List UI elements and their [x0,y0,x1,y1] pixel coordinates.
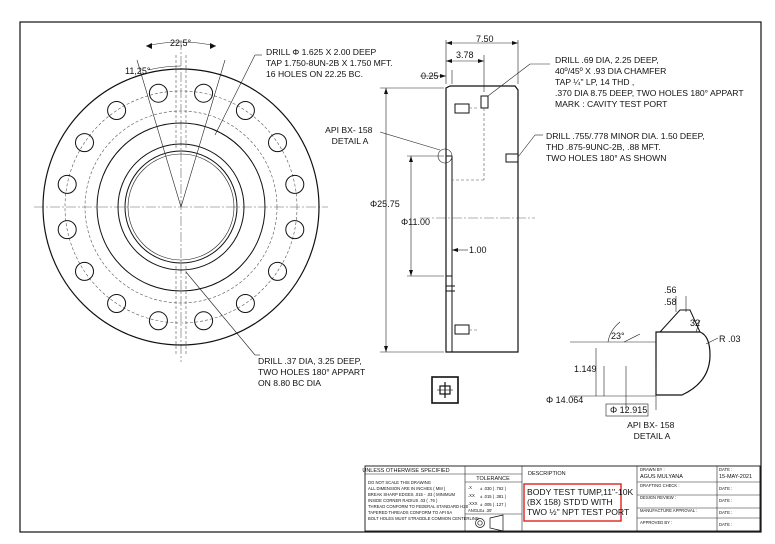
date-label: DATE : [719,467,732,472]
test-port-circle [84,110,278,304]
dim-width-7-50: 7.50 [476,34,494,44]
date-label-5: DATE : [719,522,732,527]
description-label: DESCRIPTION [528,471,566,477]
date-label-2: DATE : [719,486,732,491]
dim-32-deg: 32 [690,318,700,328]
bolt-circle [64,90,298,324]
dim-r-03: R .03 [719,334,741,344]
bolt-hole [107,294,127,313]
dim-3-78: 3.78 [456,50,474,60]
bolt-hole [75,261,94,281]
unless-specified-header: UNLESS OTHERWISE SPECIFIED [362,468,449,474]
bolt-hole [148,83,168,103]
bolt-hole [57,174,77,194]
test-port-note: DRILL .69 DIA, 2.25 DEEP, 40º/45º X .93 … [555,55,746,109]
projection-symbol-small [475,514,504,532]
bolt-hole [75,133,94,153]
bolt-hole [285,174,305,194]
date-label-4: DATE : [719,510,732,515]
bore-outer [124,150,238,264]
bolt-hole-note: DRILL Φ 1.625 X 2.00 DEEP TAP 1.750-8UN-… [266,47,395,79]
title-block: UNLESS OTHERWISE SPECIFIED TOLERANCE DO … [362,465,761,532]
dim-id-11-00: Φ11.00 [401,217,430,227]
detail-a-caption: API BX- 158 DETAIL A [627,420,677,441]
projection-symbol [431,376,459,404]
sheet-border [19,21,762,533]
description-box [523,483,622,522]
dim-12-915: Φ 12.915 [610,405,647,415]
drafting-check-label: DRAFTING CHECK : [640,483,680,488]
dim-23-deg: 23° [611,331,625,341]
bolt-hole [57,220,77,240]
front-view: 22,5° 11,25° DRILL Φ 1.625 X 2.00 DEEP T… [34,38,395,388]
side-view: 7.50 3.78 0.25 Φ25.75 Φ11.00 1.00 API BX… [325,34,746,353]
hub-circle [96,122,266,292]
detail-a-reference: API BX- 158 DETAIL A [325,125,375,146]
dim-od-25-75: Φ25.75 [370,199,400,209]
flange-outer-circle [42,68,320,346]
bolt-hole [235,294,255,313]
dim-0-25: 0.25 [421,71,439,81]
tolerance-header: TOLERANCE [476,476,510,482]
bolt-hole [148,311,168,331]
bolt-hole [194,83,214,103]
bolt-hole [285,220,305,240]
bolt-hole [235,101,255,120]
part-description: BODY TEST TUMP,11"-10K (BX 158) STD'D WI… [527,487,636,517]
bore-inner [127,153,235,261]
dim-1-149: 1.149 [574,364,597,374]
manufacture-approval-label: MANUFACTURE APPROVAL : [640,508,697,513]
dim-58: .58 [664,297,677,307]
tolerance-rows: .X ± .030 ( .762 ) .XX ± .015 ( .381 ) .… [468,485,507,513]
drawn-by-label: DRAWN BY : [640,467,665,472]
date-label-3: DATE : [719,498,732,503]
bolt-hole [268,261,287,281]
bolt-hole [107,101,127,120]
design-review-label: DESIGN REVIEW : [640,495,676,500]
angle-dim-22-5: 22,5° [170,38,192,48]
bolt-holes [57,83,305,331]
angle-dim-11-25: 11,25° [125,66,151,76]
raised-face-outer [117,143,245,271]
general-notes: DO NOT SCALE THIS DRAWING ALL DIMENSION … [368,480,479,521]
dim-56: .56 [664,285,677,295]
date-value: 15-MAY-2021 [719,474,752,480]
detail-a-view: 23° 1.149 Φ 14.064 Φ 12.915 .56 .58 32 R… [546,285,741,441]
bolt-hole [194,311,214,331]
dim-1-00: 1.00 [469,245,487,255]
thread-hole-note: DRILL .755/.778 MINOR DIA. 1.50 DEEP, TH… [546,131,707,163]
dim-14-064: Φ 14.064 [546,395,583,405]
approved-by-label: APPROVED BY : [640,520,672,525]
bolt-hole [268,133,287,153]
drill-hole-note: DRILL .37 DIA, 3.25 DEEP, TWO HOLES 180°… [258,356,367,388]
drawn-by-value: AGUS MULYANA [640,474,683,480]
